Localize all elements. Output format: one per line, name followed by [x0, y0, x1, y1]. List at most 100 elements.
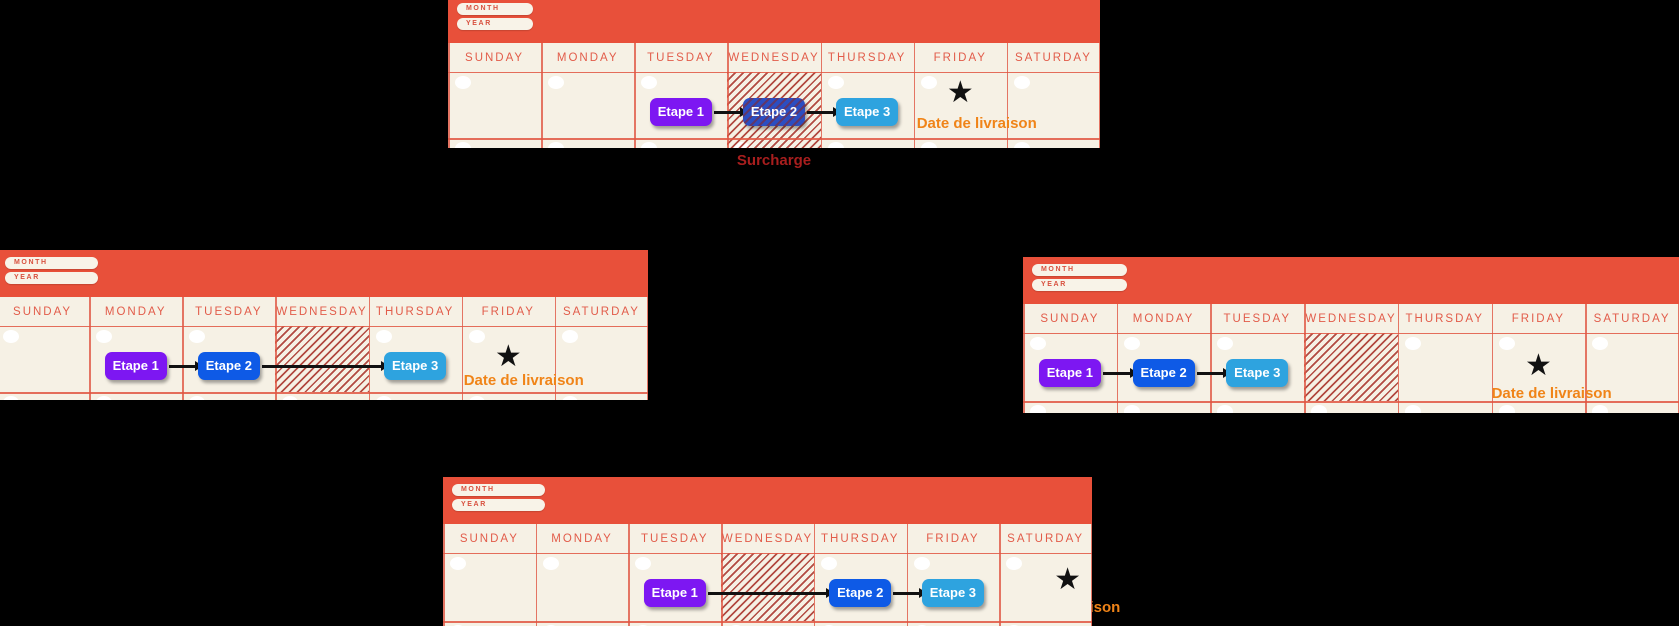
delivery-star-icon: ★ [946, 76, 974, 109]
day-header-sunday: SUNDAY [1040, 313, 1100, 325]
delivery-star-icon: ★ [1054, 563, 1082, 596]
hole-punch [189, 396, 206, 400]
hole-punch [920, 76, 937, 89]
day-header-saturday: SATURDAY [562, 306, 640, 318]
day-header-sunday: SUNDAY [13, 306, 73, 318]
step-button-3[interactable]: Etape 3 [921, 579, 984, 607]
hole-punch [468, 330, 485, 343]
day-header-friday: FRIDAY [1511, 313, 1566, 325]
day-header-monday: MONDAY [551, 533, 613, 545]
day-header-monday: MONDAY [556, 52, 619, 64]
hole-punch [542, 557, 559, 570]
hole-punch [3, 396, 19, 400]
calendar-header: MONTH YEAR [448, 0, 1100, 43]
column-separator [634, 43, 636, 148]
year-input[interactable]: YEAR [457, 18, 533, 30]
year-input[interactable]: YEAR [5, 272, 98, 284]
column-separator [1006, 43, 1009, 148]
column-separator [443, 524, 445, 626]
column-separator [1116, 304, 1119, 413]
hole-punch [3, 330, 19, 343]
row-border [448, 72, 1100, 73]
step-button-3[interactable]: Etape 3 [384, 352, 447, 380]
day-header-friday: FRIDAY [933, 52, 987, 64]
day-header-monday: MONDAY [104, 306, 167, 318]
column-separator [1098, 43, 1100, 148]
hole-punch [920, 142, 937, 148]
hole-punch [468, 396, 485, 400]
day-header-tuesday: TUESDAY [1223, 313, 1291, 325]
day-header-wednesday: WEDNESDAY [721, 533, 814, 545]
month-input[interactable]: MONTH [457, 3, 533, 15]
year-input[interactable]: YEAR [452, 499, 545, 511]
column-separator [628, 524, 630, 626]
column-separator [999, 524, 1001, 626]
hole-punch [1592, 337, 1609, 350]
hole-punch [1123, 337, 1140, 350]
column-separator [1090, 524, 1092, 626]
row-border [0, 326, 648, 327]
year-input[interactable]: YEAR [1032, 279, 1127, 291]
day-header-thursday: THURSDAY [820, 533, 900, 545]
hole-punch [548, 142, 565, 148]
hole-punch [96, 330, 113, 343]
hole-punch [1498, 405, 1515, 413]
step-button-1[interactable]: Etape 1 [104, 352, 167, 380]
hole-punch [1123, 405, 1140, 413]
hole-punch [1030, 337, 1046, 350]
hole-punch [1311, 405, 1328, 413]
hole-punch [375, 396, 392, 400]
hole-punch [635, 557, 652, 570]
column-separator [913, 43, 916, 148]
overload-hatch-wednesday [1304, 333, 1398, 401]
hole-punch [641, 142, 658, 148]
month-input[interactable]: MONTH [5, 257, 98, 269]
column-separator [721, 524, 723, 626]
day-header-saturday: SATURDAY [1007, 533, 1085, 545]
month-input[interactable]: MONTH [1032, 264, 1127, 276]
hole-punch [548, 76, 565, 89]
hole-punch [1013, 142, 1030, 148]
hole-punch [1404, 337, 1421, 350]
step-button-1[interactable]: Etape 1 [649, 98, 712, 126]
calendar-header: MONTH YEAR [0, 250, 648, 297]
step-button-3[interactable]: Etape 3 [836, 98, 899, 126]
column-separator [461, 297, 464, 400]
step-button-1[interactable]: Etape 1 [643, 579, 706, 607]
column-separator [820, 43, 823, 148]
day-header-wednesday: WEDNESDAY [1305, 313, 1397, 325]
step-button-1[interactable]: Etape 1 [1038, 359, 1101, 387]
step-button-2[interactable]: Etape 2 [743, 98, 805, 126]
delivery-date-label: Date de livraison [916, 115, 1037, 132]
column-separator [1304, 304, 1306, 413]
hole-punch [1013, 76, 1030, 89]
column-separator [541, 43, 543, 148]
hole-punch [827, 76, 844, 89]
hole-punch [375, 330, 392, 343]
column-separator [1677, 304, 1679, 413]
step-button-3[interactable]: Etape 3 [1226, 359, 1289, 387]
hole-punch [1006, 557, 1023, 570]
row-border [0, 392, 648, 394]
day-header-sunday: SUNDAY [459, 533, 519, 545]
column-separator [813, 524, 816, 626]
step-button-2[interactable]: Etape 2 [197, 352, 260, 380]
month-input[interactable]: MONTH [452, 484, 545, 496]
flow-arrow [168, 361, 204, 370]
hole-punch [561, 330, 578, 343]
hole-punch [96, 396, 113, 400]
column-separator [275, 297, 277, 400]
day-header-friday: FRIDAY [926, 533, 980, 545]
row-border [443, 621, 1092, 623]
step-button-2[interactable]: Etape 2 [1132, 359, 1195, 387]
column-separator [1023, 304, 1025, 413]
day-header-thursday: THURSDAY [1405, 313, 1484, 325]
step-button-2[interactable]: Etape 2 [829, 579, 892, 607]
column-separator [554, 297, 557, 400]
calendar-header: MONTH YEAR [1023, 257, 1679, 304]
overload-hatch-wednesday [721, 553, 814, 621]
day-header-friday: FRIDAY [481, 306, 535, 318]
row-border [1023, 333, 1679, 334]
hole-punch [1498, 337, 1515, 350]
